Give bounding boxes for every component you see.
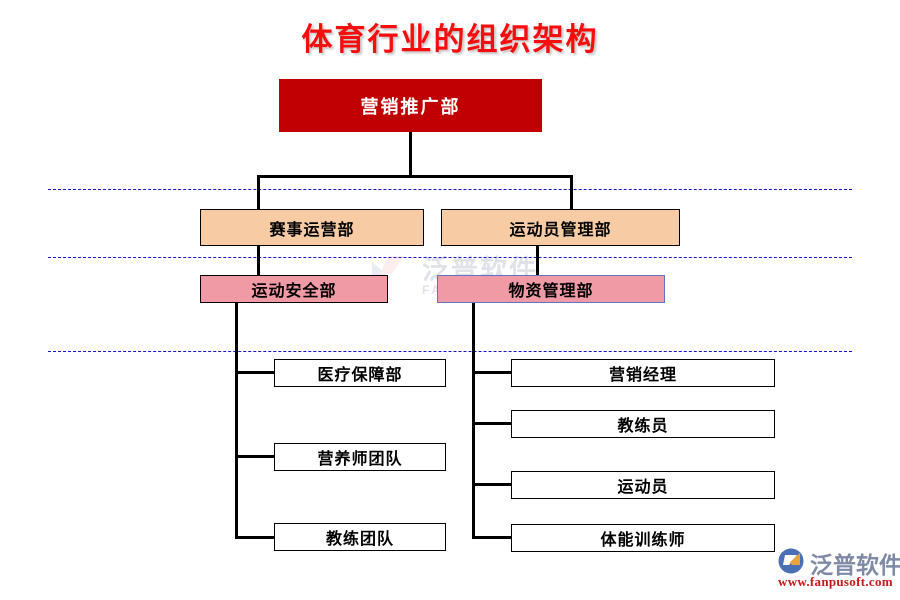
node-events-operations-dept[interactable]: 赛事运营部 bbox=[200, 209, 424, 246]
connector-left-stub-3 bbox=[235, 536, 275, 539]
node-coaching-team[interactable]: 教练团队 bbox=[274, 523, 446, 551]
divider-line-3 bbox=[48, 351, 852, 352]
connector-level2-bus bbox=[257, 175, 573, 178]
connector-to-events-dept bbox=[257, 175, 260, 210]
fanpu-logo: 泛普软件 www.fanpusoft.com bbox=[778, 548, 900, 594]
connector-left-trunk bbox=[235, 302, 238, 539]
page-title: 体育行业的组织架构 bbox=[301, 22, 599, 57]
connector-root-stem bbox=[409, 132, 412, 177]
node-sports-safety-dept[interactable]: 运动安全部 bbox=[200, 275, 388, 303]
divider-line-2 bbox=[48, 257, 852, 258]
divider-line-1 bbox=[48, 189, 852, 190]
connector-right-stub-1 bbox=[472, 371, 512, 374]
node-materials-management-dept[interactable]: 物资管理部 bbox=[437, 275, 665, 303]
logo-text: 泛普软件 bbox=[810, 552, 900, 578]
connector-left-stub-2 bbox=[235, 455, 275, 458]
connector-right-stub-3 bbox=[472, 483, 512, 486]
connector-left-stub-1 bbox=[235, 371, 275, 374]
connector-right-trunk bbox=[472, 302, 475, 539]
node-athlete-management-dept[interactable]: 运动员管理部 bbox=[441, 209, 680, 246]
node-fitness-trainer[interactable]: 体能训练师 bbox=[511, 524, 775, 552]
connector-events-to-safety bbox=[257, 245, 260, 276]
connector-athlete-to-materials bbox=[536, 245, 539, 276]
connector-right-stub-2 bbox=[472, 422, 512, 425]
node-medical-support-dept[interactable]: 医疗保障部 bbox=[274, 359, 446, 387]
node-athlete[interactable]: 运动员 bbox=[511, 471, 775, 499]
node-nutritionist-team[interactable]: 营养师团队 bbox=[274, 443, 446, 471]
logo-url: www.fanpusoft.com bbox=[778, 574, 893, 589]
connector-to-athlete-mgmt-dept bbox=[570, 175, 573, 210]
node-marketing-promotion-dept[interactable]: 营销推广部 bbox=[279, 79, 542, 132]
fanpu-logo-icon bbox=[778, 548, 804, 574]
node-coach[interactable]: 教练员 bbox=[511, 410, 775, 438]
node-marketing-manager[interactable]: 营销经理 bbox=[511, 359, 775, 387]
connector-right-stub-4 bbox=[472, 536, 512, 539]
